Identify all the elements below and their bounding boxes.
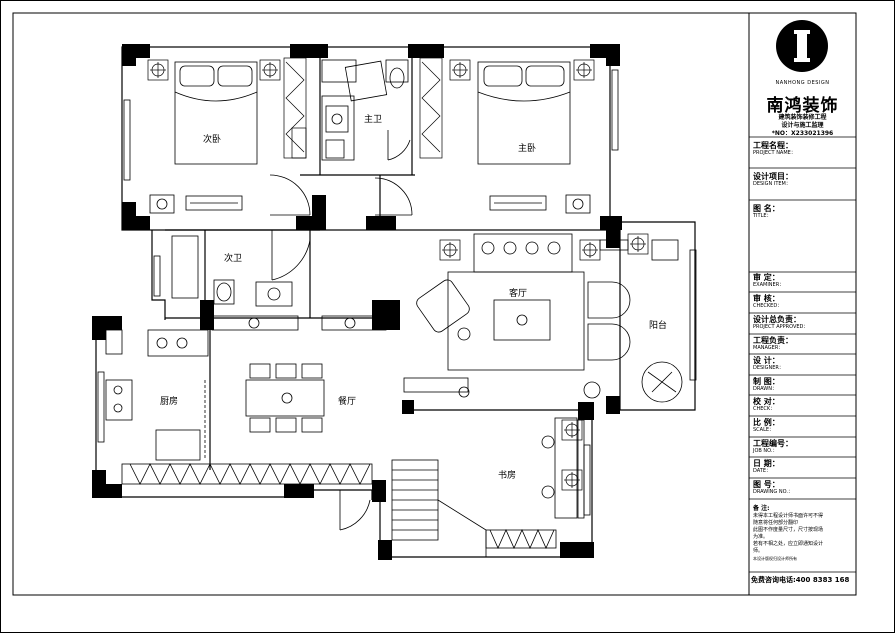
brand-name-chinese: 南鸿装饰: [766, 96, 839, 116]
drawing-frame: [12, 12, 857, 596]
row-examiner: 审 定：EXAMINER：: [753, 273, 785, 289]
row-job-no: 工程编号：JOB NO.：: [753, 439, 793, 455]
study-and-stairs: [391, 435, 557, 557]
room-label-master-bedroom: 主卧: [518, 142, 536, 154]
note-line-6: 师。: [753, 548, 764, 554]
doors: [269, 130, 413, 531]
brand-logo: [776, 20, 828, 72]
beds: [174, 61, 571, 165]
row-date: 日 期：DATE：: [753, 459, 780, 475]
row-manager: 工程负责：MANAGER：: [753, 336, 793, 352]
row-scale: 比 例：SCALE：: [753, 418, 780, 434]
note-line-2: 随意将任何部分翻印: [753, 520, 799, 526]
title-block: NANHONG DESIGN 南鸿装饰 建筑装饰装修工程 设计与施工监理 *NO…: [749, 13, 856, 595]
note-line-4: 为准。: [753, 534, 769, 540]
title-block-grid: [749, 136, 856, 573]
row-checked: 审 核：CHECKED：: [753, 294, 783, 310]
note-line-1: 未得本工程设计师书面许可不得: [753, 513, 824, 519]
living-room-furniture: [416, 233, 683, 403]
structural-columns: [92, 44, 622, 560]
wall-outlines: [95, 46, 696, 558]
note-line-3: 此图不作度量尺寸，尺寸按现场: [753, 527, 824, 533]
room-label-master-bath: 主卫: [364, 113, 382, 125]
room-label-dining-room: 餐厅: [338, 395, 356, 407]
brand-subtitle-2: 设计与施工监理: [781, 122, 824, 129]
notes-title: 备 注:: [753, 505, 770, 512]
row-design-item: 设计项目：DESIGN ITEM：: [753, 172, 793, 188]
room-label-secondary-bedroom: 次卧: [203, 133, 221, 145]
brand-number: *NO：X233021396: [771, 130, 834, 137]
room-label-balcony: 阳台: [649, 319, 667, 331]
wardrobes: [283, 57, 443, 159]
note-line-7: 本设计版权归设计师所有: [753, 556, 797, 561]
kitchen-fixtures: [105, 329, 373, 485]
brand-name-english: NANHONG DESIGN: [775, 80, 830, 86]
desks-and-cabinets: [149, 194, 679, 519]
dining-table-set: [245, 363, 325, 433]
nightstand-lamps: [147, 59, 649, 491]
row-check: 校 对：CHECK：: [753, 397, 780, 413]
windows: [97, 69, 697, 516]
bathroom-fixtures: [171, 59, 409, 307]
room-label-study: 书房: [498, 469, 516, 481]
row-project-approved: 设计总负责：PROJECT APPROVED：: [753, 315, 809, 331]
note-line-5: 若有不相之处，应立即通知设计: [753, 541, 824, 547]
row-drawing-no: 图 号：DRAWING NO.：: [753, 480, 793, 496]
room-label-kitchen: 厨房: [160, 395, 178, 407]
row-project-name: 工程名程：PROJECT NAME：: [753, 141, 796, 157]
room-label-secondary-bath: 次卫: [224, 252, 242, 264]
row-drawn: 制 图：DRAWN：: [753, 377, 780, 393]
row-title: 图 名：TITLE：: [753, 204, 780, 220]
row-designer: 设 计：DESIGNER：: [753, 356, 784, 372]
brand-subtitle-1: 建筑装饰装修工程: [778, 114, 827, 121]
room-label-living-room: 客厅: [509, 287, 527, 299]
consult-phone: 免费咨询电话:400 8383 168: [751, 576, 850, 584]
